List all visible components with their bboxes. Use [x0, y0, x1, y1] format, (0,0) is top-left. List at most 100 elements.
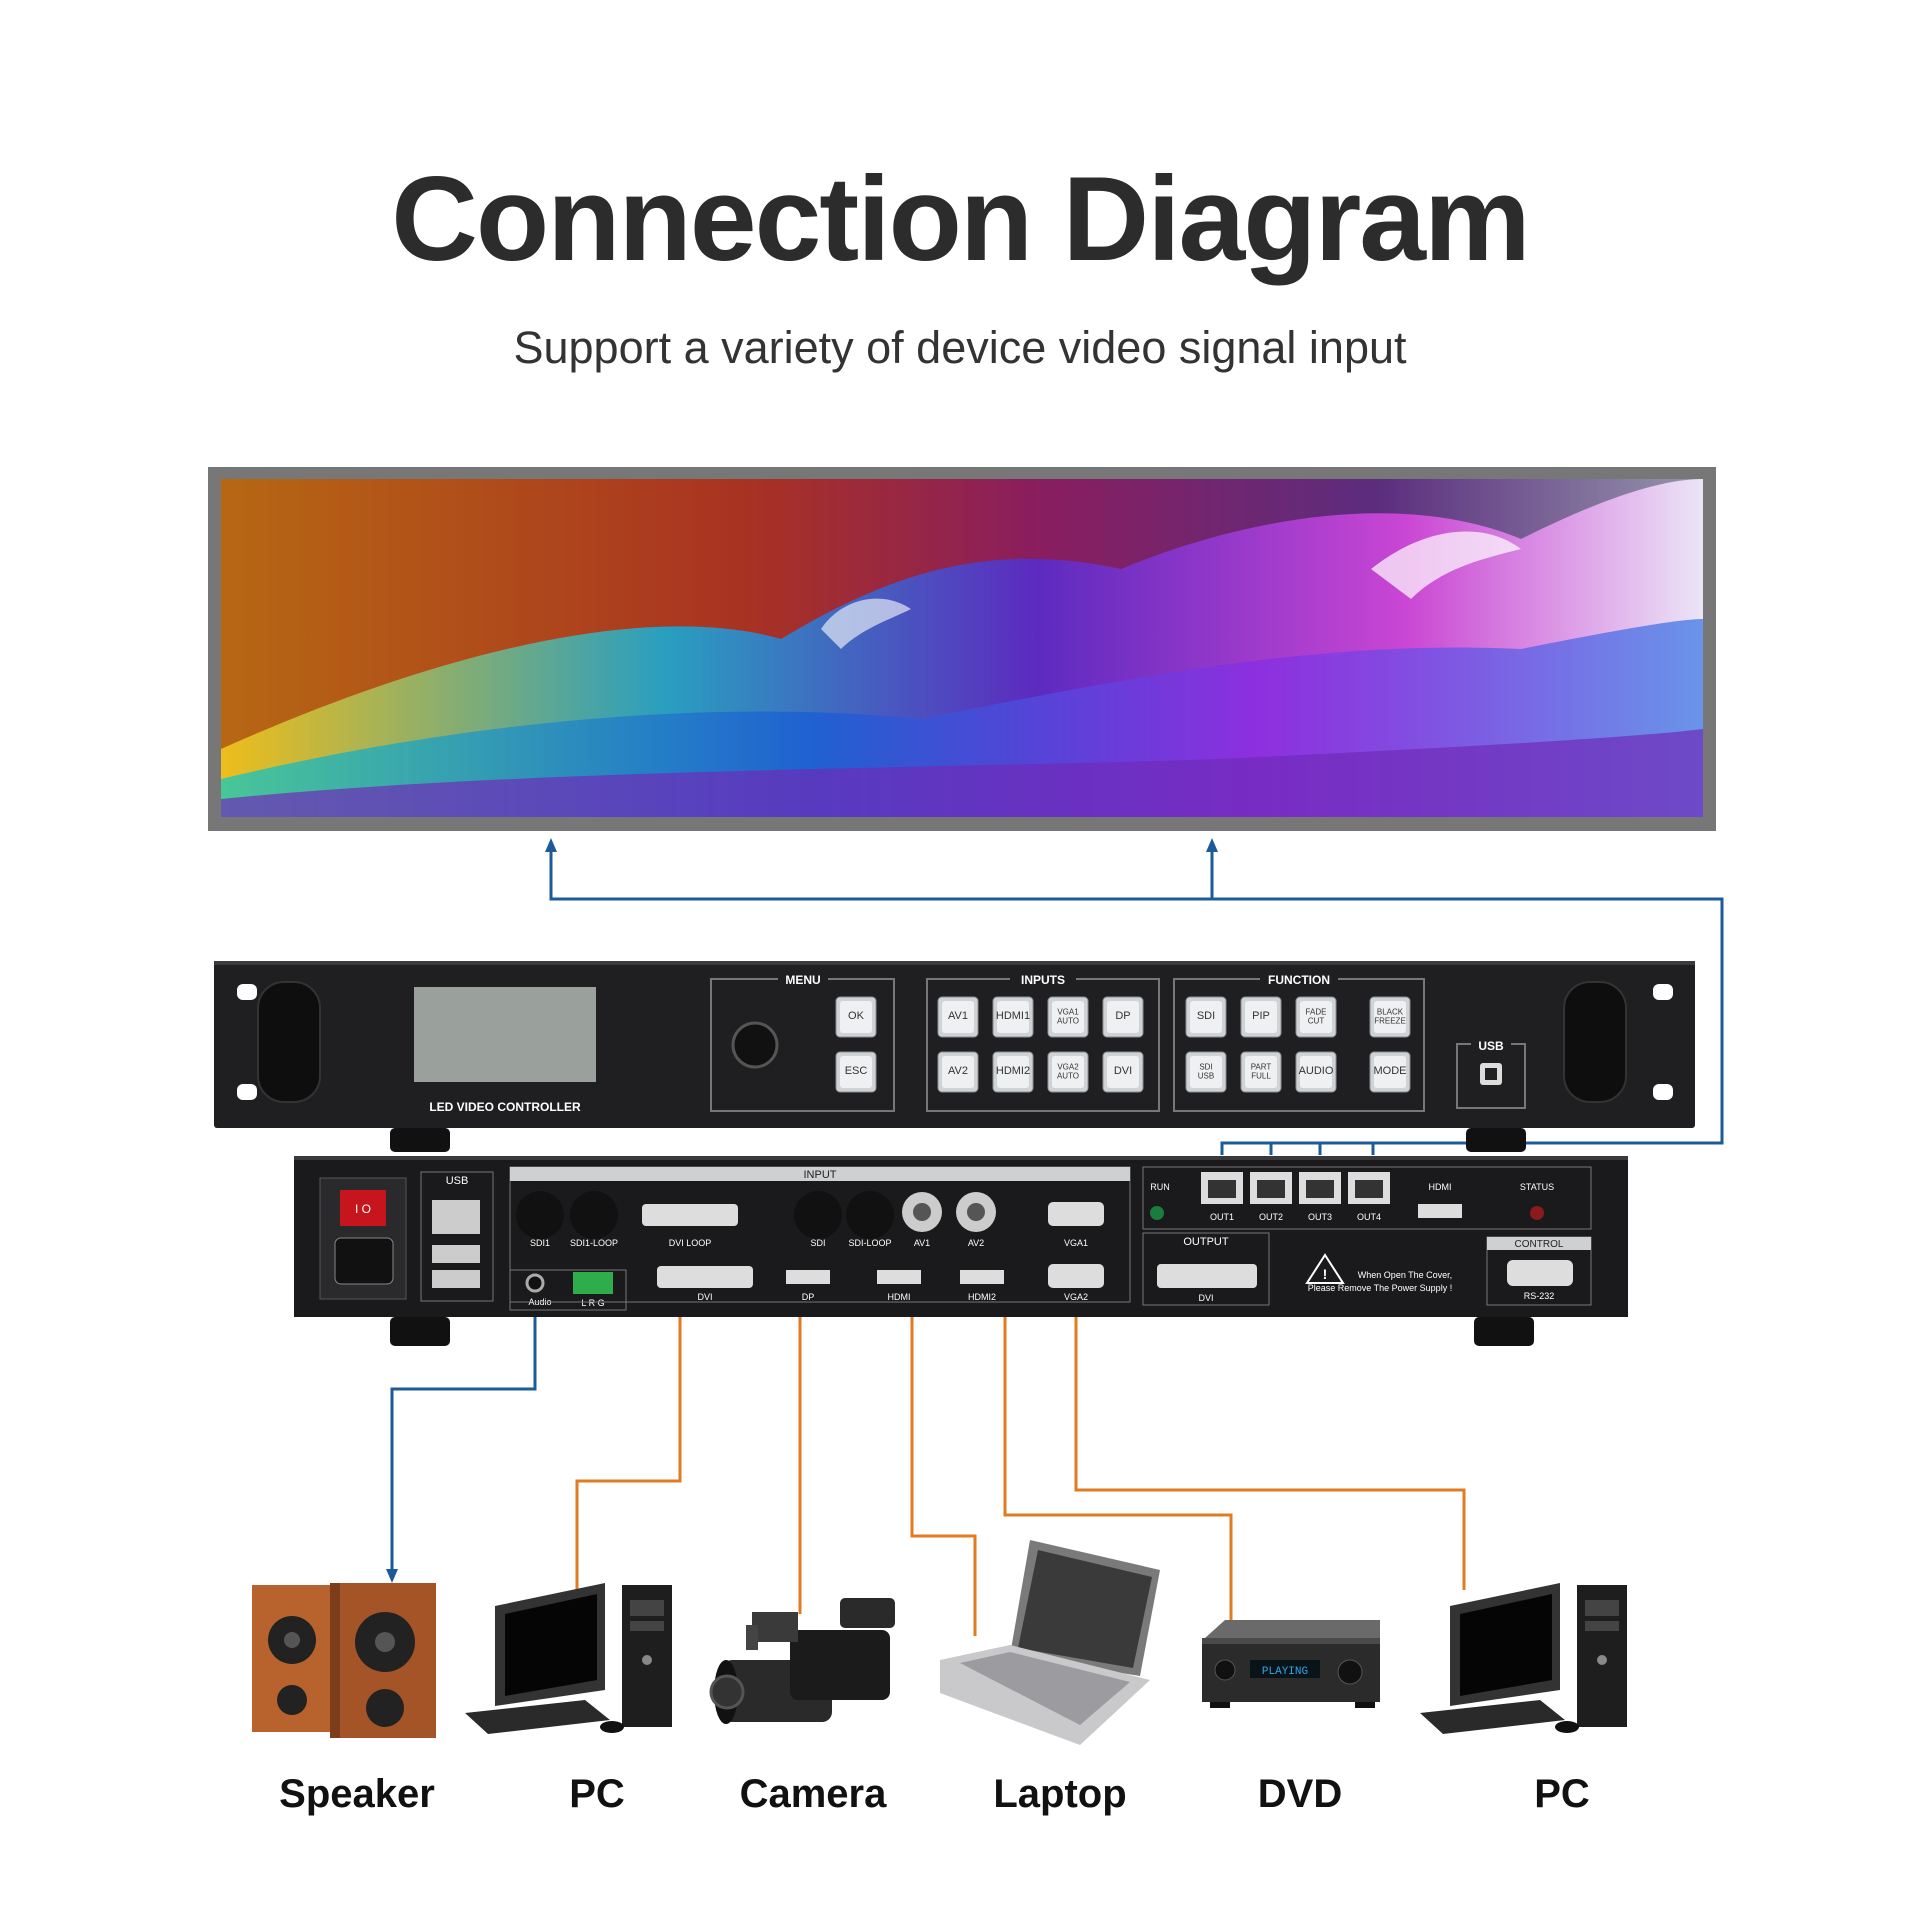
function-button-0[interactable]: SDI — [1185, 996, 1227, 1038]
function-button-1[interactable]: PIP — [1240, 996, 1282, 1038]
menu-button-ok-label: OK — [848, 1010, 865, 1022]
svg-text:AV1: AV1 — [914, 1238, 930, 1248]
function-button-7[interactable]: MODE — [1369, 1051, 1411, 1093]
port-bottom-dp: DP — [786, 1270, 830, 1302]
input-line-dvd — [1003, 1207, 1233, 1620]
function-button-3-label: BLACK — [1377, 1008, 1404, 1017]
input-button-5[interactable]: HDMI2 — [992, 1051, 1034, 1093]
function-button-3-label: FREEZE — [1374, 1017, 1406, 1026]
input-button-4[interactable]: AV2 — [937, 1051, 979, 1093]
input-button-4-label: AV2 — [948, 1065, 968, 1077]
svg-text:L R G: L R G — [581, 1298, 604, 1308]
input-button-1[interactable]: HDMI1 — [992, 996, 1034, 1038]
menu-label: MENU — [785, 973, 820, 987]
svg-text:OUT1: OUT1 — [1210, 1212, 1234, 1222]
status-label: STATUS — [1520, 1182, 1554, 1192]
menu-button-esc[interactable]: ESC — [835, 1051, 877, 1093]
dvd-display-text: PLAYING — [1262, 1666, 1308, 1678]
function-label: FUNCTION — [1268, 973, 1330, 987]
function-button-4-label: SDI — [1199, 1063, 1212, 1072]
input-line-pc — [575, 1285, 682, 1592]
input-button-0-label: AV1 — [948, 1010, 968, 1022]
run-label: RUN — [1150, 1182, 1170, 1192]
input-line-pc2 — [1074, 1283, 1466, 1590]
usb-front-label: USB — [1478, 1039, 1504, 1053]
input-line-laptop — [910, 1285, 977, 1636]
svg-text:When Open The Cover,: When Open The Cover, — [1358, 1270, 1452, 1280]
input-button-3[interactable]: DP — [1102, 996, 1144, 1038]
diagram-title: Connection Diagram — [391, 152, 1530, 286]
rs232-port — [1507, 1260, 1573, 1286]
control-label: CONTROL — [1515, 1239, 1564, 1250]
warning-icon — [1305, 1253, 1345, 1284]
input-button-6-label: AUTO — [1057, 1072, 1079, 1081]
svg-text:SDI: SDI — [810, 1238, 825, 1248]
device-label-laptop: Laptop — [993, 1772, 1127, 1816]
port-vga1: VGA1 — [1048, 1202, 1104, 1248]
camera-icon — [709, 1598, 895, 1724]
device-label-pc: PC — [569, 1772, 625, 1816]
input-button-7-label: DVI — [1114, 1065, 1132, 1077]
laptop-icon — [940, 1540, 1160, 1745]
input-button-5-label: HDMI2 — [996, 1065, 1030, 1077]
function-button-0-label: SDI — [1197, 1010, 1215, 1022]
menu-button-ok[interactable]: OK — [835, 996, 877, 1038]
audio-line — [390, 1300, 537, 1573]
svg-text:DVI: DVI — [1198, 1293, 1213, 1303]
brand-label: LED VIDEO CONTROLLER — [429, 1100, 581, 1114]
svg-text:I O: I O — [355, 1202, 371, 1216]
input-button-6-label: VGA2 — [1057, 1063, 1079, 1072]
device-label-dvd: DVD — [1257, 1772, 1343, 1816]
port-sdi: SDI — [794, 1191, 842, 1248]
pc-icon — [465, 1583, 672, 1734]
pc2-icon — [1420, 1583, 1627, 1734]
out-port-3: OUT3 — [1299, 1172, 1341, 1222]
run-led — [1150, 1206, 1164, 1220]
svg-text:Please Remove The Power Supply: Please Remove The Power Supply ! — [1308, 1283, 1452, 1293]
port-av2: AV2 — [956, 1192, 996, 1248]
svg-text:AV2: AV2 — [968, 1238, 984, 1248]
hdmi-out-port — [1418, 1204, 1462, 1218]
device-label-camera: Camera — [739, 1772, 887, 1816]
input-section-label: INPUT — [804, 1169, 837, 1181]
input-button-2-label: AUTO — [1057, 1017, 1079, 1026]
function-button-4-label: USB — [1198, 1072, 1214, 1081]
out-port-1: OUT1 — [1201, 1172, 1243, 1222]
svg-text:SDI1-LOOP: SDI1-LOOP — [570, 1238, 618, 1248]
diagram-subtitle: Support a variety of device video signal… — [513, 322, 1407, 373]
input-button-7[interactable]: DVI — [1102, 1051, 1144, 1093]
speaker-icon — [252, 1583, 436, 1738]
svg-text:OUT2: OUT2 — [1259, 1212, 1283, 1222]
input-button-0[interactable]: AV1 — [937, 996, 979, 1038]
output-line — [1220, 1141, 1375, 1155]
out-port-4: OUT4 — [1348, 1172, 1390, 1222]
svg-text:HDMI: HDMI — [888, 1292, 911, 1302]
led-screen-image — [221, 479, 1703, 817]
function-button-7-label: MODE — [1374, 1065, 1407, 1077]
svg-text:DVI LOOP: DVI LOOP — [669, 1238, 712, 1248]
port-dvi loop: DVI LOOP — [642, 1204, 738, 1248]
svg-text:DVI: DVI — [697, 1292, 712, 1302]
svg-text:HDMI2: HDMI2 — [968, 1292, 996, 1302]
out-port-2: OUT2 — [1250, 1172, 1292, 1222]
input-button-2-label: VGA1 — [1057, 1008, 1079, 1017]
device-label-speaker: Speaker — [279, 1772, 435, 1816]
function-button-5-label: FULL — [1251, 1072, 1271, 1081]
function-button-6-label: AUDIO — [1299, 1065, 1334, 1077]
dvi-out-port — [1157, 1264, 1257, 1288]
lrg-terminal — [573, 1272, 613, 1294]
svg-text:VGA2: VGA2 — [1064, 1292, 1088, 1302]
function-button-6[interactable]: AUDIO — [1295, 1051, 1337, 1093]
function-button-2-label: FADE — [1306, 1008, 1327, 1017]
device-label-pc2: PC — [1534, 1772, 1590, 1816]
